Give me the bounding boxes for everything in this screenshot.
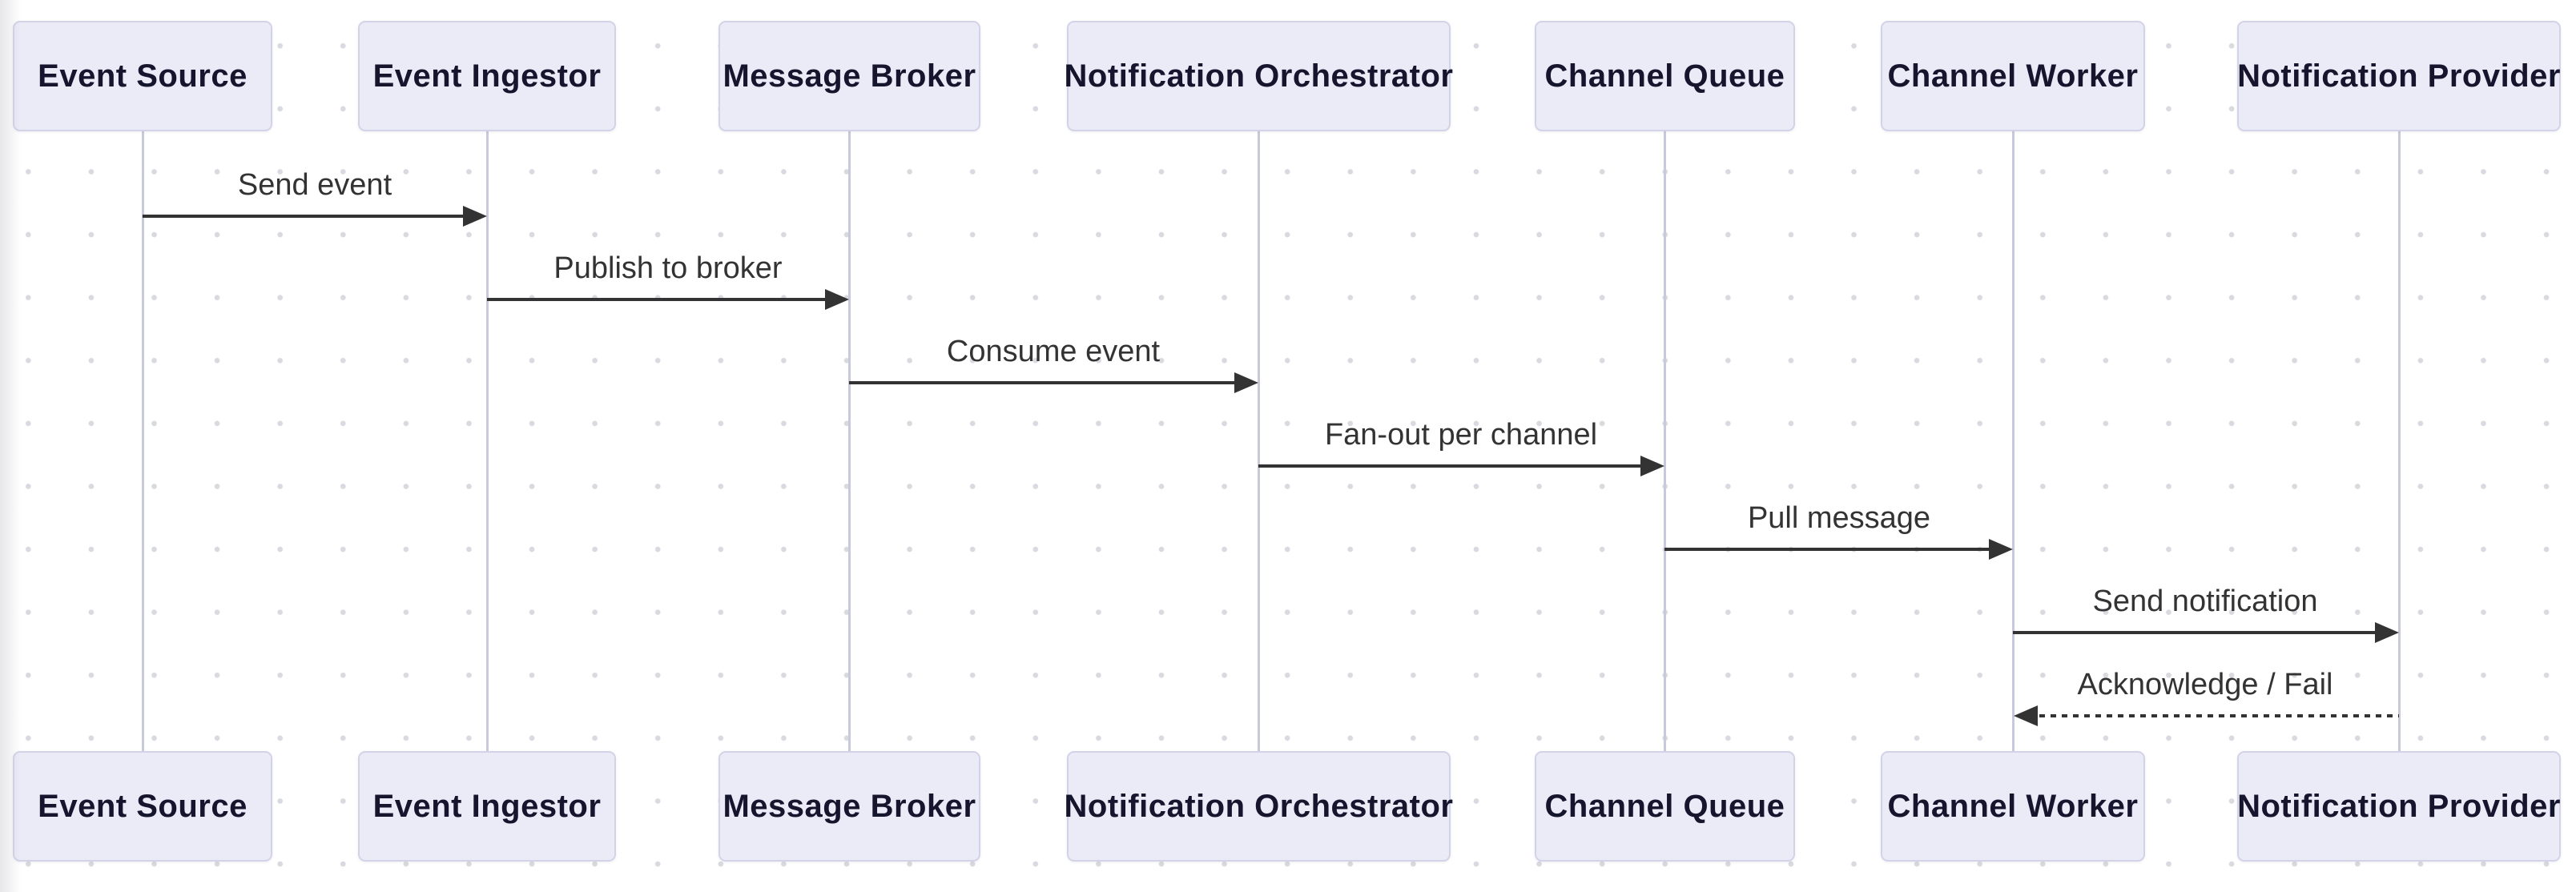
actor-label: Notification Provider bbox=[2237, 788, 2561, 824]
message-label-acknowledge-fail: Acknowledge / Fail bbox=[2077, 668, 2333, 701]
lifeline-event-ingestor bbox=[485, 131, 489, 751]
actor-box-event-source-bottom[interactable]: Event Source bbox=[13, 751, 272, 862]
lifeline-notification-orchestrator bbox=[1257, 131, 1260, 751]
actor-box-message-broker-bottom[interactable]: Message Broker bbox=[718, 751, 980, 862]
lifeline-message-broker bbox=[847, 131, 851, 751]
arrowhead-right-icon bbox=[1640, 456, 1664, 476]
arrowhead-right-icon bbox=[825, 289, 849, 310]
actor-label: Event Ingestor bbox=[372, 788, 602, 824]
actor-box-channel-queue-top[interactable]: Channel Queue bbox=[1535, 21, 1795, 131]
message-line-consume-event bbox=[849, 381, 1236, 384]
actor-label: Event Source bbox=[38, 58, 248, 94]
actor-label: Event Source bbox=[38, 788, 248, 824]
actor-box-notification-orchestrator-bottom[interactable]: Notification Orchestrator bbox=[1064, 751, 1454, 862]
message-label-pull-message: Pull message bbox=[1747, 501, 1931, 535]
message-line-send-event bbox=[143, 215, 465, 218]
actor-box-event-ingestor-top[interactable]: Event Ingestor bbox=[358, 21, 616, 131]
actor-label: Channel Queue bbox=[1544, 788, 1785, 824]
lifeline-event-source bbox=[141, 131, 144, 751]
actor-box-channel-worker-top[interactable]: Channel Worker bbox=[1881, 21, 2145, 131]
message-line-acknowledge-fail bbox=[2039, 714, 2399, 717]
actor-box-notification-orchestrator-top[interactable]: Notification Orchestrator bbox=[1064, 21, 1454, 131]
message-line-fan-out-per-channel bbox=[1258, 464, 1642, 468]
arrowhead-right-icon bbox=[1989, 539, 2013, 560]
actor-label: Notification Orchestrator bbox=[1064, 58, 1454, 94]
actor-label: Event Ingestor bbox=[372, 58, 602, 94]
arrowhead-right-icon bbox=[463, 206, 487, 227]
lifeline-notification-provider bbox=[2397, 131, 2401, 751]
message-label-send-notification: Send notification bbox=[2092, 585, 2318, 618]
message-label-publish-to-broker: Publish to broker bbox=[553, 251, 783, 285]
arrowhead-left-icon bbox=[2014, 705, 2038, 726]
message-line-pull-message bbox=[1664, 548, 1990, 551]
actor-label: Channel Queue bbox=[1544, 58, 1785, 94]
actor-box-notification-provider-bottom[interactable]: Notification Provider bbox=[2237, 751, 2561, 862]
message-line-publish-to-broker bbox=[487, 298, 827, 301]
actor-box-channel-worker-bottom[interactable]: Channel Worker bbox=[1881, 751, 2145, 862]
actor-label: Message Broker bbox=[722, 58, 976, 94]
message-label-fan-out-per-channel: Fan-out per channel bbox=[1324, 418, 1598, 452]
actor-label: Channel Worker bbox=[1887, 58, 2139, 94]
message-label-send-event: Send event bbox=[237, 168, 392, 202]
lifeline-channel-queue bbox=[1663, 131, 1666, 751]
actor-box-event-source-top[interactable]: Event Source bbox=[13, 21, 272, 131]
actor-label: Channel Worker bbox=[1887, 788, 2139, 824]
message-label-consume-event: Consume event bbox=[946, 335, 1161, 368]
actor-box-message-broker-top[interactable]: Message Broker bbox=[718, 21, 980, 131]
lifeline-channel-worker bbox=[2011, 131, 2015, 751]
arrowhead-right-icon bbox=[2375, 622, 2399, 643]
actor-box-notification-provider-top[interactable]: Notification Provider bbox=[2237, 21, 2561, 131]
actor-label: Notification Orchestrator bbox=[1064, 788, 1454, 824]
actor-box-event-ingestor-bottom[interactable]: Event Ingestor bbox=[358, 751, 616, 862]
message-line-send-notification bbox=[2013, 631, 2377, 634]
actor-box-channel-queue-bottom[interactable]: Channel Queue bbox=[1535, 751, 1795, 862]
arrowhead-right-icon bbox=[1234, 372, 1258, 393]
actor-label: Notification Provider bbox=[2237, 58, 2561, 94]
actor-label: Message Broker bbox=[722, 788, 976, 824]
